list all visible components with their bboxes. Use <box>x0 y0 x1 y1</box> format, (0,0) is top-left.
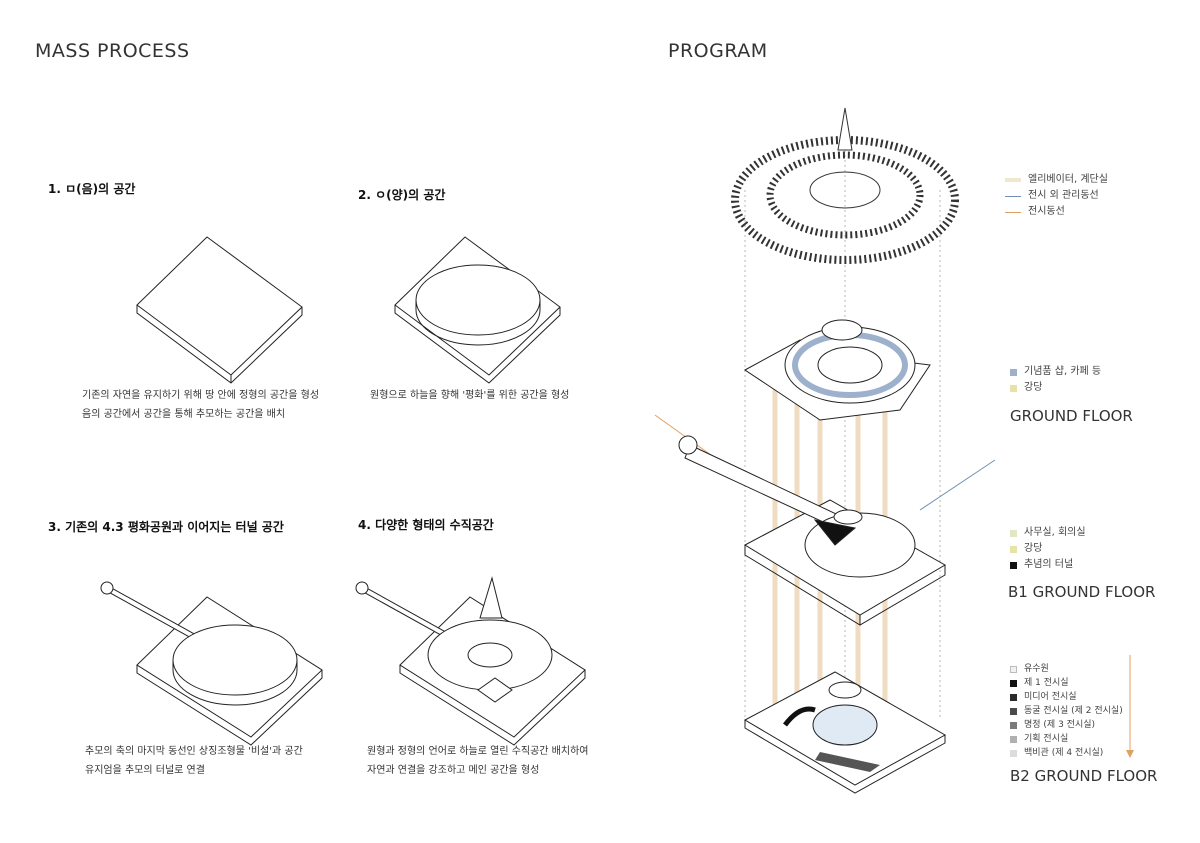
legend-swatch <box>1010 665 1017 673</box>
legend-label: 제 1 전시실 <box>1024 678 1069 688</box>
legend-label: 강당 <box>1024 382 1043 393</box>
b1-floor-label: B1 GROUND FLOOR <box>1008 583 1156 601</box>
legend-swatch <box>1010 561 1017 569</box>
legend-swatch <box>1010 735 1017 743</box>
elevator-swatch <box>1005 178 1021 182</box>
b2-floor-plan <box>743 655 1134 794</box>
legend-swatch <box>1010 384 1017 392</box>
legend-swatch <box>1010 693 1017 701</box>
program-title: PROGRAM <box>668 40 768 62</box>
b2-legend: 유수원 제 1 전시실 미디어 전시실 동굴 전시실 (제 2 전시실) 명정 … <box>1010 662 1123 760</box>
step-3-heading: 3. 기존의 4.3 평화공원과 이어지는 터널 공간 <box>48 520 284 534</box>
legend-label: 미디어 전시실 <box>1024 692 1077 702</box>
legend-swatch <box>1010 545 1017 553</box>
desc-line: 유지엄을 추모의 터널로 연결 <box>85 765 205 776</box>
legend-swatch <box>1010 529 1017 537</box>
mass-step4-vertical <box>355 576 586 746</box>
legend-swatch <box>1010 707 1017 715</box>
desc-line: 기존의 자연을 유지하기 위해 땅 안에 정형의 공간을 형성 <box>82 390 320 401</box>
legend-label: 추념의 터널 <box>1024 559 1074 570</box>
legend-label: 강당 <box>1024 543 1043 554</box>
mass-process-title: MASS PROCESS <box>35 40 190 62</box>
b2-floor-label: B2 GROUND FLOOR <box>1010 767 1158 785</box>
step-2-description: 원형으로 하늘을 향해 '평화'를 위한 공간을 형성 <box>370 386 569 405</box>
step-2-heading: 2. ㅇ(양)의 공간 <box>358 188 446 202</box>
desc-line: 원형으로 하늘을 향해 '평화'를 위한 공간을 형성 <box>370 390 570 401</box>
legend-swatch <box>1010 368 1017 376</box>
desc-line: 자연과 연결을 강조하고 메인 공간을 형성 <box>367 765 540 776</box>
legend-label: 기념품 샵, 카페 등 <box>1024 366 1102 377</box>
step-4-description: 원형과 정형의 언어로 하늘로 열린 수직공간 배치하여 자연과 연결을 강조하… <box>367 742 588 780</box>
mass-step1-slab <box>136 236 303 384</box>
desc-line: 원형과 정형의 언어로 하늘로 열린 수직공간 배치하여 <box>367 746 589 757</box>
b1-floor-plan <box>654 414 996 626</box>
legend-swatch <box>1010 679 1017 687</box>
step-1-description: 기존의 자연을 유지하기 위해 땅 안에 정형의 공간을 형성 음의 공간에서 … <box>82 386 319 424</box>
ground-floor-label: GROUND FLOOR <box>1010 407 1133 425</box>
circulation-legend: 엘리베이터, 계단실 전시 외 관리동선 전시동선 <box>1005 172 1108 220</box>
legend-label: 사무실, 회의실 <box>1024 527 1086 538</box>
ground-floor-legend: 기념품 샵, 카페 등 강당 <box>1010 364 1101 396</box>
exhibit-route-swatch <box>1005 211 1021 213</box>
b1-legend: 사무실, 회의실 강당 추념의 터널 <box>1010 525 1086 573</box>
legend-label: 백비관 (제 4 전시실) <box>1024 748 1104 758</box>
step-1-heading: 1. ㅁ(음)의 공간 <box>48 182 136 196</box>
step-3-description: 추모의 축의 마지막 동선인 상징조형물 '비설'과 공간 유지엄을 추모의 터… <box>85 742 303 780</box>
legend-swatch <box>1010 721 1017 729</box>
mass-step2-disc <box>394 236 561 384</box>
legend-swatch <box>1010 749 1017 757</box>
legend-label: 엘리베이터, 계단실 <box>1028 174 1108 185</box>
desc-line: 추모의 축의 마지막 동선인 상징조형물 '비설'과 공간 <box>85 746 303 757</box>
step-4-heading: 4. 다양한 형태의 수직공간 <box>358 518 494 532</box>
legend-label: 전시동선 <box>1028 206 1065 217</box>
roof-louver-rings <box>731 107 959 264</box>
desc-line: 음의 공간에서 공간을 통해 추모하는 공간을 배치 <box>82 409 286 420</box>
legend-label: 기획 전시실 <box>1024 734 1069 744</box>
mass-step3-tunnel <box>100 581 323 746</box>
legend-label: 동굴 전시실 (제 2 전시실) <box>1024 706 1123 716</box>
legend-label: 명정 (제 3 전시실) <box>1024 720 1096 730</box>
admin-route-swatch <box>1005 195 1021 197</box>
legend-label: 유수원 <box>1024 664 1049 674</box>
ground-floor-plan <box>744 319 931 421</box>
legend-label: 전시 외 관리동선 <box>1028 190 1099 201</box>
